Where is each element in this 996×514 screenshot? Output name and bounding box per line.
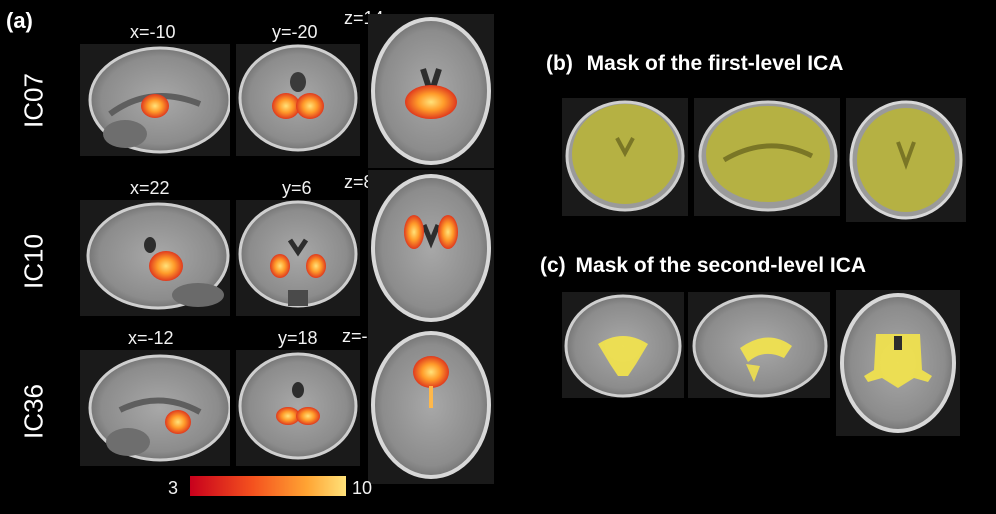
panel-b-axial-mask <box>846 98 966 222</box>
row1-coronal-coord: y=-20 <box>272 22 318 42</box>
row1-component-label: IC07 <box>18 73 49 128</box>
row1-sagittal-coord: x=-10 <box>130 22 176 42</box>
panel-c-sagittal-mask <box>688 292 830 398</box>
panel-b-coronal-mask <box>562 98 688 216</box>
row3-component-label: IC36 <box>18 384 49 439</box>
colorbar <box>190 476 346 496</box>
panel-c-coronal-mask <box>562 292 684 398</box>
colorbar-min-label: 3 <box>168 478 179 498</box>
panel-c-axial-mask <box>836 290 960 436</box>
panel-c-label: (c) <box>540 254 566 277</box>
panel-c-title: Mask of the second-level ICA <box>575 254 867 277</box>
row2-component-label: IC10 <box>18 234 49 289</box>
row3-coronal-slice <box>236 350 360 466</box>
row2-axial-slice <box>368 170 494 326</box>
row3-sagittal-slice <box>80 350 230 466</box>
panel-a-label: (a) <box>6 8 33 33</box>
row2-sagittal-slice <box>80 200 230 316</box>
row1-axial-slice <box>368 14 494 168</box>
row2-axial-coord: z=8 <box>344 172 374 192</box>
panel-c-header: (c) Mask of the second-level ICA <box>540 254 866 278</box>
row3-axial-slice <box>368 326 494 484</box>
panel-b-label: (b) <box>546 52 573 75</box>
colorbar-max-label: 10 <box>352 478 373 498</box>
row2-coronal-coord: y=6 <box>282 178 312 198</box>
row2-coronal-slice <box>236 200 360 316</box>
row3-sagittal-coord: x=-12 <box>128 328 174 348</box>
panel-b-header: (b) Mask of the first-level ICA <box>546 52 843 76</box>
row1-coronal-slice <box>236 44 360 156</box>
row2-sagittal-coord: x=22 <box>130 178 170 198</box>
panel-b-title: Mask of the first-level ICA <box>586 52 844 75</box>
row1-sagittal-slice <box>80 44 230 156</box>
panel-b-sagittal-mask <box>694 98 840 216</box>
row3-coronal-coord: y=18 <box>278 328 318 348</box>
